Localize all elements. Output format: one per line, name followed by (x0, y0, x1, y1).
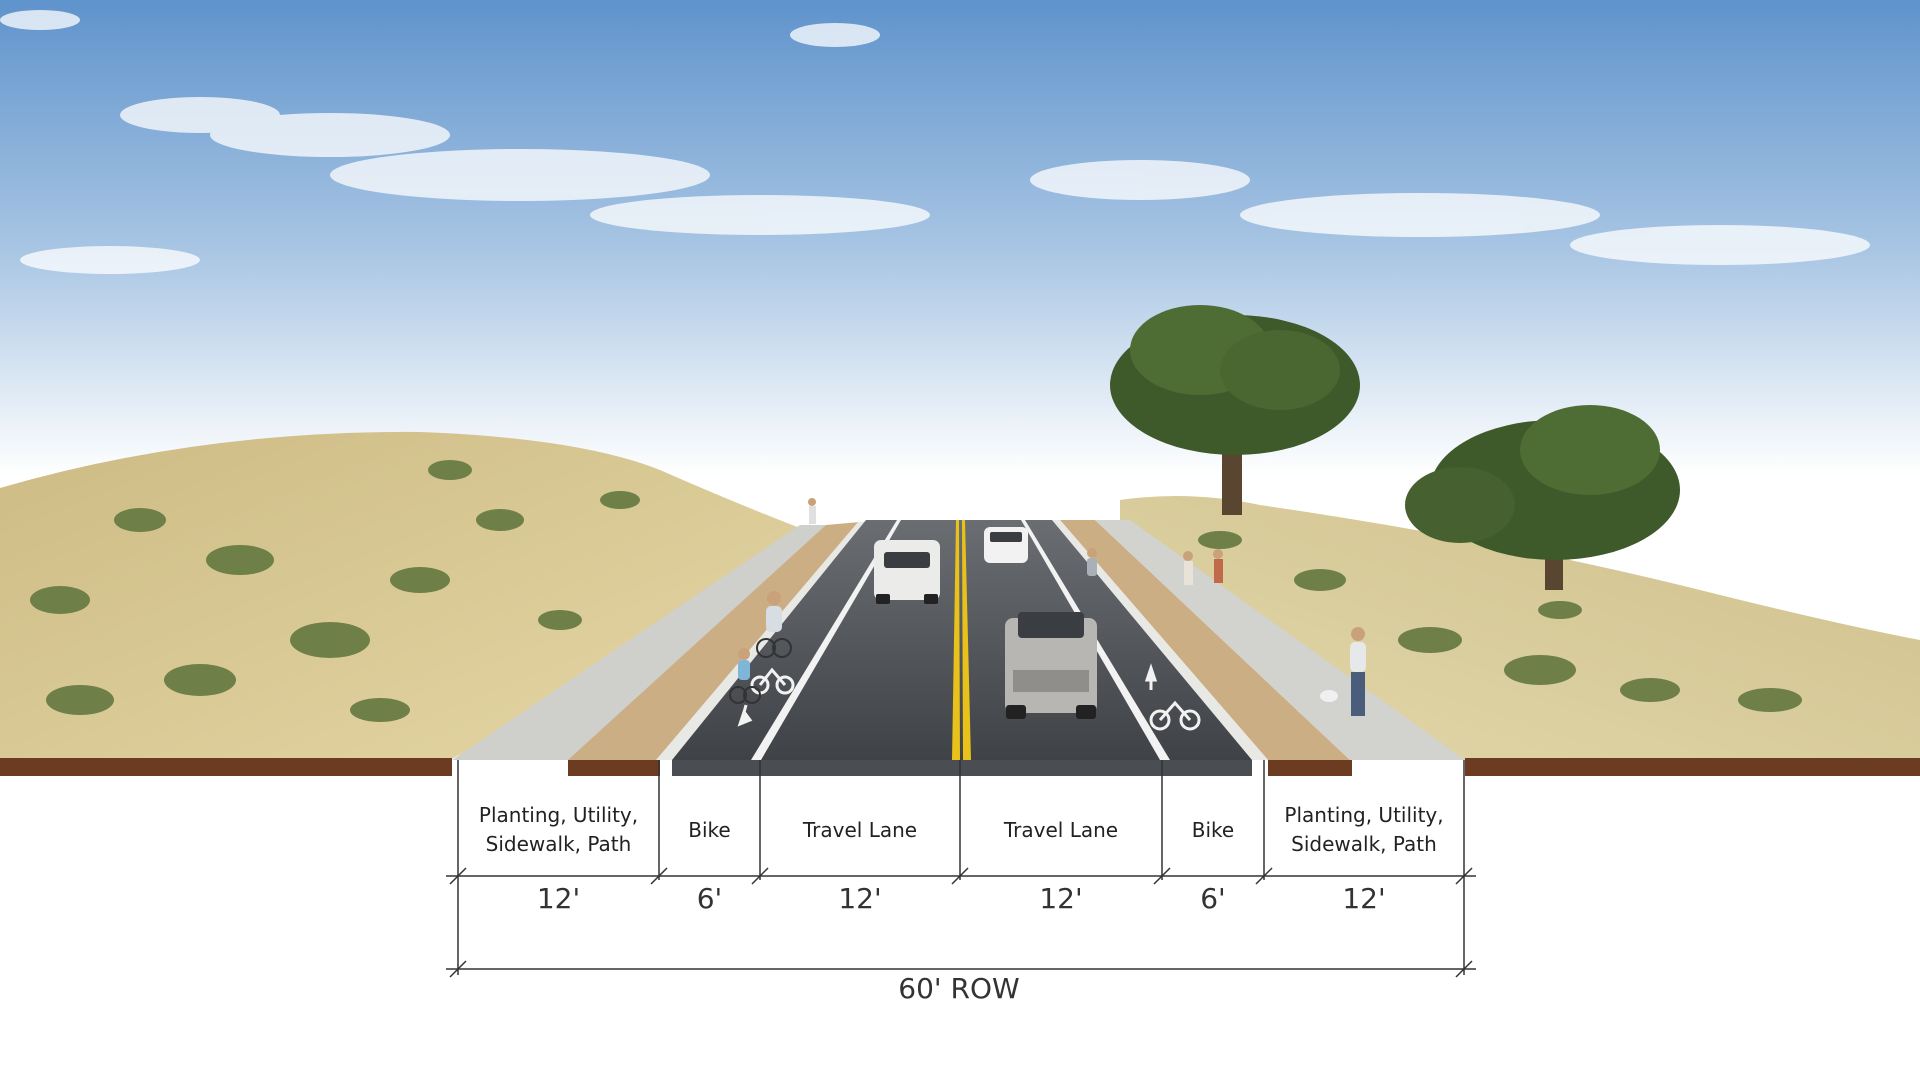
centerline-a (952, 520, 960, 760)
arrow-right (1144, 663, 1158, 690)
segment-width-travel-lane-right: 12' (1039, 881, 1083, 915)
segment-label-travel-lane-left: Travel Lane (802, 817, 918, 842)
soil-strip-right (1268, 760, 1352, 776)
left-sidewalk (452, 525, 826, 760)
segment-width-bike-left: 6' (696, 881, 723, 915)
road-base (672, 760, 1252, 776)
right-planting-strip (1060, 520, 1350, 760)
soil-right (1465, 758, 1920, 776)
pedestrian-walker (1350, 627, 1366, 716)
white-car (984, 527, 1028, 563)
segment-label-travel-lane-right: Travel Lane (1003, 817, 1119, 842)
dimension-lines (446, 760, 1476, 978)
segment-width-bike-right: 6' (1200, 881, 1226, 915)
segment-width-planting-right: 12' (1342, 881, 1386, 915)
right-curb (1052, 520, 1268, 760)
cyclist-child (729, 648, 761, 704)
left-shrubs (30, 460, 640, 722)
soil-strip-left (568, 760, 660, 776)
right-shrubs (1198, 531, 1802, 712)
tree-right (1405, 405, 1680, 590)
cyclist-adult (756, 591, 792, 658)
roadway (672, 520, 1252, 760)
segment-label-bike-right: Bike (1191, 817, 1235, 842)
segment-label-bike-left: Bike (688, 817, 731, 842)
soil-left (0, 758, 452, 776)
segment-label-planting-right: Planting, Utility, Sidewalk, Path (1284, 803, 1444, 856)
cyclist-right (1087, 548, 1097, 576)
segment-width-travel-lane-left: 12' (838, 881, 882, 915)
centerline-b (962, 520, 971, 760)
pedestrians-far (808, 498, 1223, 585)
segment-label-planting-left: Planting, Utility, Sidewalk, Path (478, 803, 639, 856)
dog (1320, 690, 1338, 702)
bike-lane-line-left (751, 520, 901, 760)
arrow-left (737, 704, 753, 727)
segment-width-planting-left: 12' (536, 881, 581, 915)
total-row-width: 60' ROW (898, 971, 1020, 1005)
left-planting-strip (568, 522, 860, 760)
tree-large (1110, 305, 1360, 515)
bike-symbol-right (1149, 700, 1201, 731)
white-truck (874, 540, 940, 604)
clouds (0, 10, 1870, 274)
right-hill (1120, 496, 1920, 760)
pickup-truck (1005, 612, 1097, 719)
